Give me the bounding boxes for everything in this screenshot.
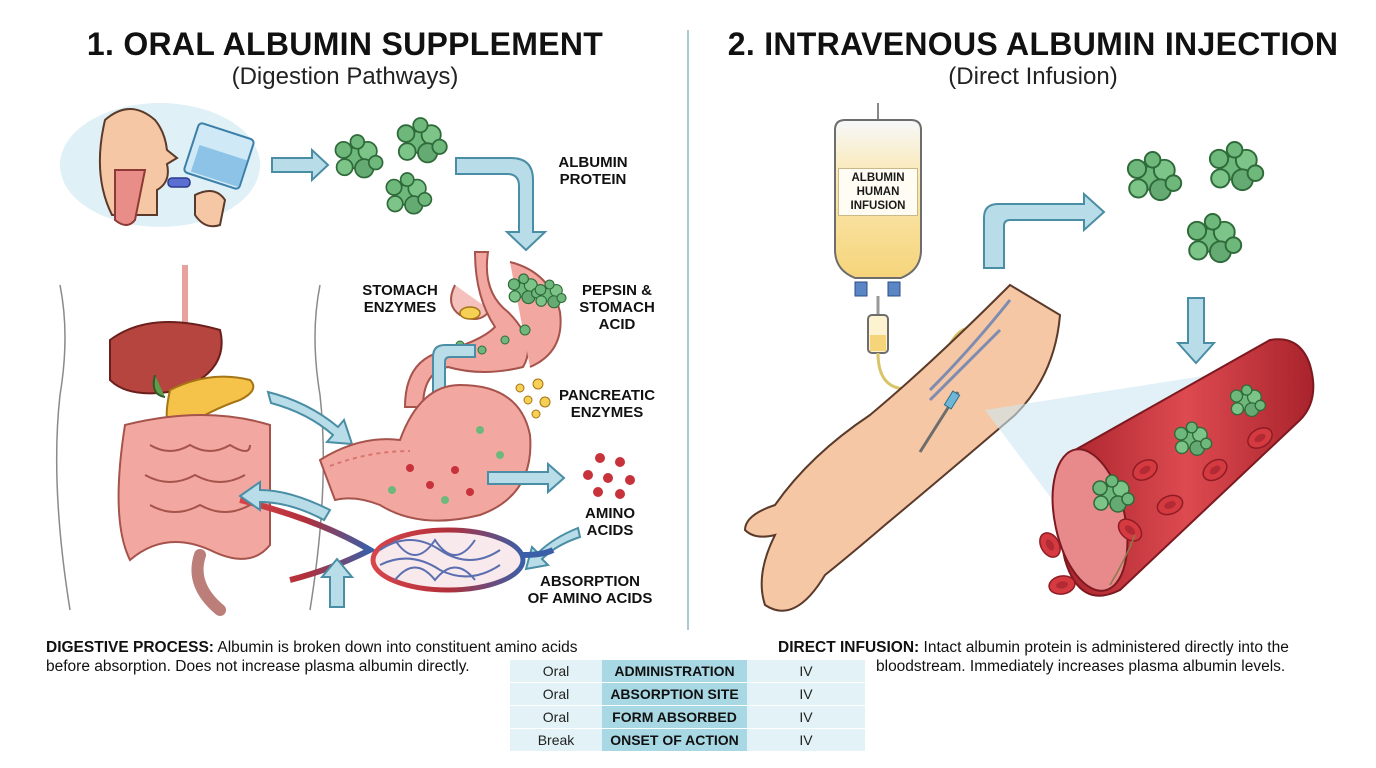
comparison-criterion-cell: ONSET OF ACTION [602,729,747,751]
label-albumin-protein: ALBUMIN PROTEIN [548,154,638,188]
comparison-iv-cell: IV [747,706,865,728]
label-absorption-1: ABSORPTION [520,573,660,590]
label-amino-acids-2: ACIDS [570,522,650,539]
iv-caption-line-2: bloodstream. Immediately increases plasm… [778,657,1358,676]
comparison-oral-cell: Oral [510,706,602,728]
comparison-oral-cell: Break [510,729,602,751]
label-amino-acids: AMINO ACIDS [570,505,650,539]
label-pepsin-2: STOMACH [567,299,667,316]
iv-bag-label: ALBUMIN HUMAN INFUSION [838,168,918,216]
label-stomach-enzymes-1: STOMACH [350,282,450,299]
iv-caption-line-1: DIRECT INFUSION: Intact albumin protein … [778,638,1358,657]
comparison-iv-cell: IV [747,660,865,682]
bag-label-line-3: INFUSION [839,199,917,213]
oral-caption-heading: DIGESTIVE PROCESS: [46,639,214,656]
comparison-iv-cell: IV [747,683,865,705]
comparison-criterion-cell: ABSORPTION SITE [602,683,747,705]
label-pancreatic: PANCREATIC ENZYMES [552,387,662,421]
label-stomach-enzymes: STOMACH ENZYMES [350,282,450,316]
label-absorption: ABSORPTION OF AMINO ACIDS [520,573,660,607]
label-albumin-protein-1: ALBUMIN [548,154,638,171]
label-pepsin: PEPSIN & STOMACH ACID [567,282,667,333]
bag-label-line-1: ALBUMIN [839,171,917,185]
oral-caption-text-1: Albumin is broken down into constituent … [214,639,578,656]
comparison-oral-cell: Oral [510,683,602,705]
comparison-iv-cell: IV [747,729,865,751]
comparison-criterion-cell: ADMINISTRATION [602,660,747,682]
label-pancreatic-1: PANCREATIC [552,387,662,404]
iv-caption: DIRECT INFUSION: Intact albumin protein … [778,638,1358,676]
iv-caption-text-1: Intact albumin protein is administered d… [919,639,1289,656]
bag-label-line-2: HUMAN [839,185,917,199]
label-pancreatic-2: ENZYMES [552,404,662,421]
oral-caption-line-1: DIGESTIVE PROCESS: Albumin is broken dow… [46,638,646,657]
label-absorption-2: OF AMINO ACIDS [520,590,660,607]
comparison-oral-cell: Oral [510,660,602,682]
label-pepsin-3: ACID [567,316,667,333]
label-albumin-protein-2: PROTEIN [548,171,638,188]
label-amino-acids-1: AMINO [570,505,650,522]
comparison-criterion-cell: FORM ABSORBED [602,706,747,728]
label-pepsin-1: PEPSIN & [567,282,667,299]
label-stomach-enzymes-2: ENZYMES [350,299,450,316]
iv-caption-heading: DIRECT INFUSION: [778,639,919,656]
